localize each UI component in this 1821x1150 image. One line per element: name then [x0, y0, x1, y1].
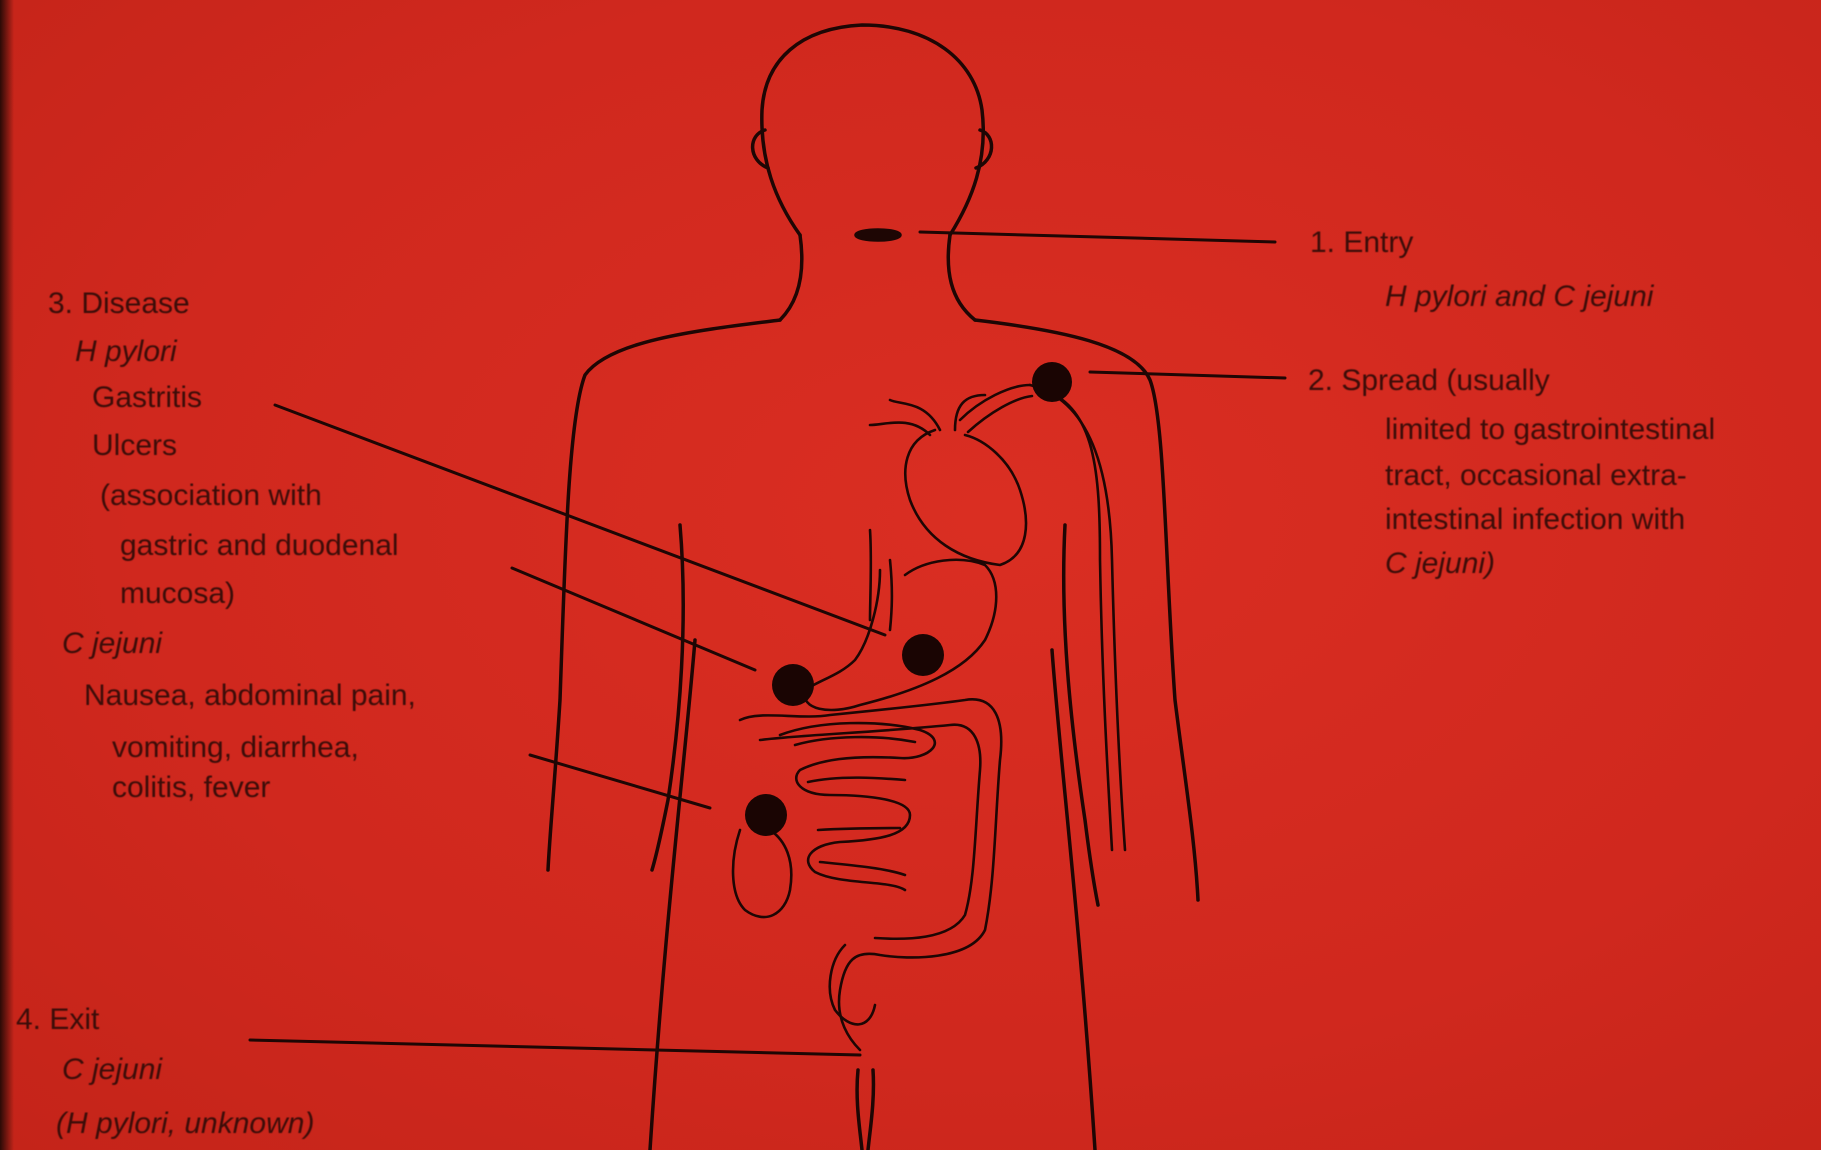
spread-organism: C jejuni) [1385, 540, 1495, 587]
mouth-mark [856, 230, 900, 240]
left-shoulder-arm [548, 320, 780, 870]
spread-line-2: tract, occasional extra- [1385, 452, 1687, 499]
exit-heading: 4. Exit [16, 996, 99, 1043]
disease-hpylori-name: H pylori [75, 328, 177, 375]
exit-organism: C jejuni [62, 1046, 162, 1093]
spread-line-1: limited to gastrointestinal [1385, 406, 1715, 453]
intestine-dot [745, 794, 787, 836]
colon-outline [740, 699, 1001, 1050]
entry-leader [920, 232, 1275, 242]
entry-organisms: H pylori and C jejuni [1385, 273, 1653, 320]
stomach-outline [804, 560, 996, 710]
lower-tube [857, 1070, 873, 1150]
duodenum-dot [772, 664, 814, 706]
disease-cjejuni-symptoms-3: colitis, fever [112, 764, 270, 811]
spread-heading: 2. Spread (usually [1308, 357, 1550, 404]
disease-cjejuni-name: C jejuni [62, 620, 162, 667]
disease-hpylori-note-3: mucosa) [120, 570, 235, 617]
cecum-outline [733, 830, 791, 917]
disease-cjejuni-symptoms-1: Nausea, abdominal pain, [84, 672, 416, 719]
heart-outline [905, 430, 1026, 565]
exit-leader [250, 1040, 860, 1055]
head-outline [762, 25, 983, 235]
tube-outer [1030, 385, 1125, 850]
neck-left [780, 235, 802, 320]
spread-leader [1090, 372, 1285, 378]
disease-hpylori-note-2: gastric and duodenal [120, 522, 399, 569]
disease-leader-gastritis [275, 405, 885, 635]
vessel-a [960, 385, 1030, 420]
heart-vessels [870, 395, 985, 435]
disease-hpylori-condition-1: Gastritis [92, 374, 202, 421]
right-shoulder-arm [975, 320, 1198, 900]
disease-hpylori-note-1: (association with [100, 472, 322, 519]
disease-hpylori-condition-2: Ulcers [92, 422, 177, 469]
stomach-dot [902, 634, 944, 676]
exit-note: (H pylori, unknown) [56, 1100, 314, 1147]
vessel-b [968, 396, 1032, 432]
disease-heading: 3. Disease [48, 280, 190, 327]
spread-dot [1032, 362, 1072, 402]
rectum [830, 945, 875, 1024]
entry-heading: 1. Entry [1310, 219, 1413, 266]
spread-line-3: intestinal infection with [1385, 496, 1685, 543]
infection-dots [745, 362, 1072, 836]
torso-left [650, 640, 695, 1150]
neck-right [948, 235, 975, 320]
disease-leader-ulcers [512, 568, 755, 670]
